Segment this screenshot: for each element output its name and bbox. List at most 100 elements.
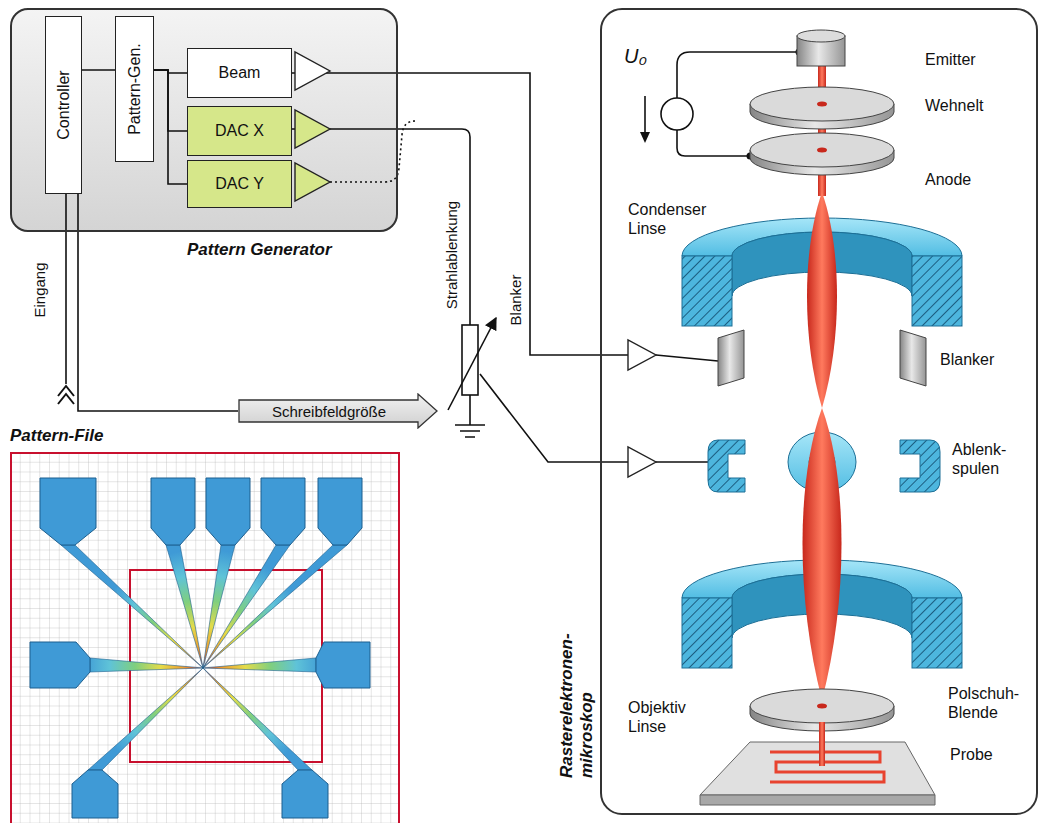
contact-pad [151, 478, 195, 545]
deflection-coil [900, 440, 940, 492]
panel-heading: Pattern-File [10, 426, 104, 446]
dac-box: DAC Y [187, 160, 292, 208]
wire-label: Blanker [507, 275, 525, 326]
wire [58, 52, 797, 462]
electrode-lead [61, 545, 347, 770]
part-label: Wehnelt [925, 96, 983, 115]
amplifier-symbol [295, 163, 330, 201]
electrode-lead [203, 545, 235, 668]
wehnelt-disc [750, 87, 894, 121]
objective-lens [682, 598, 732, 668]
electrode-lead [88, 668, 203, 770]
blanker-plate [718, 330, 744, 386]
part-label: Condenser Linse [628, 200, 720, 238]
signal-label: Strahlablenkung [443, 201, 461, 309]
box-label: Schreibfeldgröße [272, 403, 386, 420]
wire [290, 129, 470, 325]
sample [700, 742, 935, 805]
beam-box: Beam [187, 48, 292, 98]
amplifier-symbol [628, 447, 656, 477]
box-label: Pattern-Gen. [126, 43, 144, 135]
blanker-plate [900, 330, 926, 386]
contact-pad [40, 478, 96, 545]
wire [600, 355, 718, 361]
box-label: DAC Y [215, 175, 264, 193]
electrode-lead [203, 545, 290, 668]
electron-beam [819, 722, 825, 766]
signal-wire [154, 70, 187, 131]
generator-panel: Pattern GeneratorControllerPattern-Gen.B… [10, 8, 398, 232]
text-holder: Pattern-Gen. [89, 80, 181, 98]
panel-heading: Rasterelektronen- mikroskop [557, 606, 596, 778]
text-holder: DAC Y [215, 175, 264, 193]
part-label: Emitter [925, 50, 976, 69]
wire [455, 395, 485, 437]
objective-lens [912, 598, 962, 668]
wehnelt-disc [817, 102, 827, 107]
panel-fill [10, 8, 398, 232]
emitter [797, 30, 845, 66]
emitter [797, 30, 845, 42]
signal-wire [78, 194, 238, 411]
sample [770, 752, 884, 782]
box-label: Beam [219, 64, 261, 82]
wire [65, 192, 67, 384]
electrode-lead [90, 658, 203, 672]
condenser-lens [682, 256, 732, 326]
text-holder: Controller [29, 96, 98, 114]
electron-beam [803, 408, 842, 700]
voltage-source [640, 132, 650, 143]
contact-pad [282, 770, 328, 818]
pattern-grid [10, 452, 400, 823]
contact-pad [30, 642, 90, 688]
sample [700, 742, 935, 795]
potentiometer-arrow [448, 318, 496, 410]
voltage-source [661, 98, 693, 130]
controller-box: Controller [45, 16, 82, 194]
anode-disc [750, 133, 894, 175]
electrode-lead [203, 668, 312, 770]
part-label: Objektiv Linse [628, 698, 712, 736]
part-label: Ablenk- spulen [952, 440, 1024, 478]
sample [700, 795, 935, 805]
wire [480, 374, 708, 462]
pole-piece-aperture [750, 689, 894, 723]
dac-box: DAC X [187, 106, 292, 156]
electron-beam [807, 192, 837, 408]
amplifier-symbol [295, 110, 330, 148]
signal-label: Eingang [31, 262, 49, 317]
potentiometer-symbol [462, 325, 478, 395]
deflection-coil [708, 440, 745, 492]
signal-wire [292, 73, 600, 355]
field-size-arrow: Schreibfeldgröße [238, 393, 438, 429]
box-label: Controller [55, 70, 73, 139]
text-holder: Beam [219, 64, 261, 82]
part-label: Blanker [940, 350, 994, 369]
pattern-grid [10, 452, 400, 823]
box-label: DAC X [215, 122, 264, 140]
contact-pad [30, 478, 370, 818]
contact-pad [316, 642, 370, 688]
part-label: Probe [950, 745, 993, 764]
pattern-file: Pattern-File [10, 452, 400, 823]
part-label: Polschuh- Blende [948, 684, 1034, 722]
amplifier-symbol [628, 340, 656, 370]
wire [58, 386, 74, 404]
voltage-label: U₀ [624, 44, 647, 68]
electrode-lead [203, 658, 316, 672]
panel-heading: Pattern Generator [187, 240, 332, 260]
electrode-lead [166, 545, 203, 668]
condenser-lens [912, 256, 962, 326]
pole-piece-aperture [817, 704, 827, 709]
anode-disc [750, 133, 894, 167]
amplifier-symbol [295, 52, 330, 90]
contact-pad [261, 478, 305, 545]
contact-pad [72, 770, 118, 818]
anode-disc [817, 148, 827, 153]
wehnelt-disc [750, 87, 894, 129]
pattern-gen-box: Pattern-Gen. [115, 16, 154, 162]
electron-beam [818, 64, 826, 196]
